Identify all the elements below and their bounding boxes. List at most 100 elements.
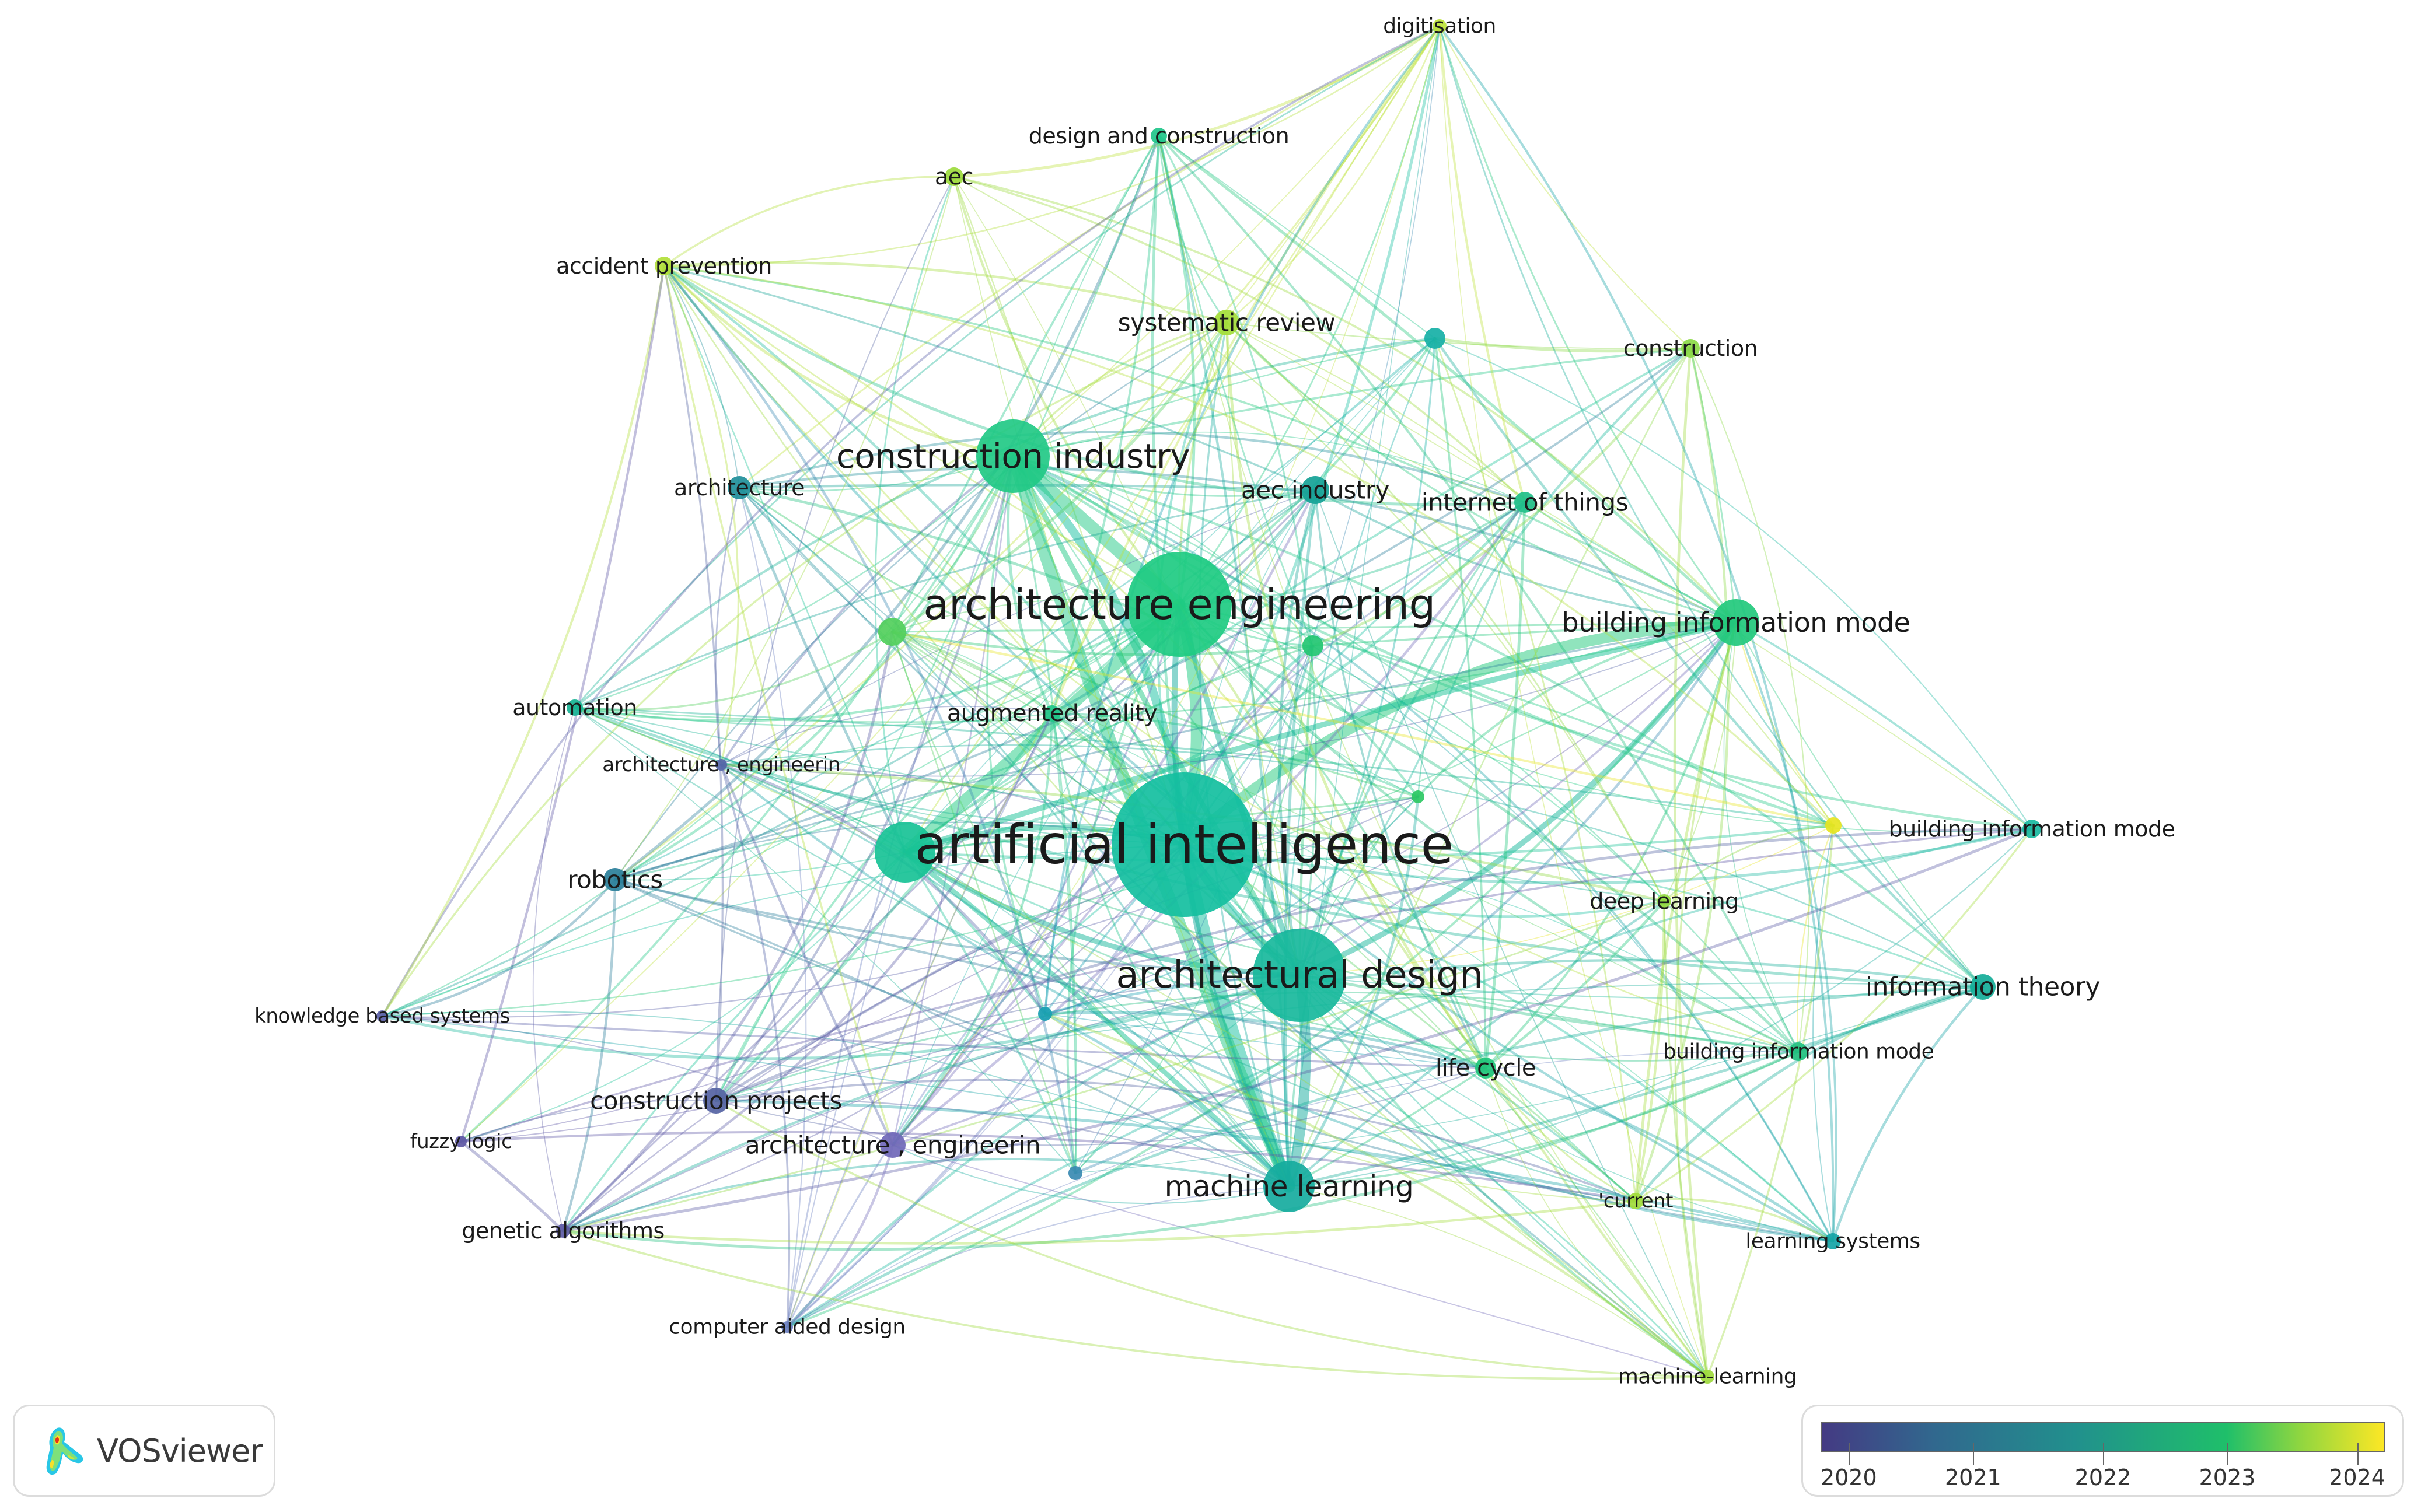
co-occurrence-link: [614, 176, 955, 880]
keyword-node-building-information-mode[interactable]: [1713, 599, 1759, 646]
keyword-label[interactable]: systematic review: [1117, 308, 1336, 337]
keyword-node-systematic-review[interactable]: [1214, 310, 1239, 335]
keyword-label[interactable]: machine-learning: [1618, 1364, 1797, 1389]
co-occurrence-link: [785, 985, 1985, 1329]
keyword-node[interactable]: [1424, 328, 1445, 349]
keyword-node-construction-industry[interactable]: [976, 419, 1050, 493]
keyword-node-aec[interactable]: [945, 167, 963, 186]
keyword-node[interactable]: [1302, 635, 1323, 656]
keyword-node-architecture-engineering[interactable]: [1127, 552, 1232, 657]
keyword-label[interactable]: life cycle: [1435, 1055, 1536, 1082]
keyword-label[interactable]: robotics: [567, 865, 663, 894]
keyword-label[interactable]: design and construction: [1028, 123, 1290, 149]
keyword-node-building-information-mode[interactable]: [1789, 1042, 1808, 1061]
keyword-node-artificial-intelligence[interactable]: [1112, 772, 1256, 917]
keyword-label[interactable]: aec: [934, 164, 974, 190]
co-occurrence-link: [715, 1067, 1487, 1146]
keyword-label[interactable]: architectural design: [1116, 954, 1483, 997]
keyword-node-knowledge-based-systems[interactable]: [376, 1010, 388, 1022]
keyword-label[interactable]: building information mode: [1561, 607, 1910, 638]
keyword-node-learning-systems[interactable]: [1825, 1233, 1841, 1250]
keyword-node-accident-prevention[interactable]: [655, 257, 673, 275]
keyword-label[interactable]: construction industry: [836, 436, 1190, 476]
co-occurrence-link: [663, 265, 1180, 606]
keyword-node-life-cycle[interactable]: [1475, 1058, 1496, 1079]
keyword-label[interactable]: learning systems: [1745, 1229, 1920, 1254]
keyword-label[interactable]: deep learning: [1589, 888, 1739, 914]
keyword-label[interactable]: architecture engineering: [923, 580, 1435, 629]
co-occurrence-link: [1012, 135, 1159, 457]
co-occurrence-link: [459, 1130, 1637, 1203]
keyword-label[interactable]: augmented reality: [946, 700, 1158, 727]
co-occurrence-link: [1158, 135, 1435, 339]
keyword-label[interactable]: construction projects: [590, 1086, 842, 1115]
co-occurrence-link: [1178, 603, 1835, 827]
co-occurrence-link: [1663, 900, 1709, 1378]
co-occurrence-link: [1225, 321, 1737, 624]
keyword-label[interactable]: architecture , engineerin: [602, 753, 840, 776]
keyword-node-genetic-algorithms[interactable]: [556, 1224, 570, 1238]
keyword-label[interactable]: digitisation: [1383, 14, 1496, 38]
keyword-label[interactable]: internet of things: [1421, 488, 1629, 517]
keyword-node-aec-industry[interactable]: [1301, 476, 1329, 504]
co-occurrence-link: [714, 487, 740, 766]
keyword-node-architecture[interactable]: [728, 476, 751, 499]
keyword-node[interactable]: [878, 618, 906, 646]
keyword-node-architecture-engineerin[interactable]: [715, 759, 727, 771]
keyword-label[interactable]: knowledge based systems: [254, 1005, 510, 1028]
keyword-node-construction-projects[interactable]: [703, 1088, 729, 1114]
keyword-node--current[interactable]: [1627, 1193, 1644, 1209]
keyword-node-machine-learning[interactable]: [1263, 1161, 1315, 1212]
keyword-node[interactable]: [1825, 817, 1842, 834]
keyword-label[interactable]: artificial intelligence: [914, 813, 1454, 876]
keyword-node[interactable]: [1038, 1007, 1052, 1021]
keyword-label[interactable]: machine learning: [1164, 1170, 1414, 1203]
keyword-node-building-information-mode[interactable]: [2022, 820, 2041, 838]
keyword-node-information-theory[interactable]: [1970, 974, 1996, 1000]
keyword-label[interactable]: aec industry: [1241, 475, 1390, 505]
co-occurrence-link: [1044, 25, 1441, 1015]
keyword-node-robotics[interactable]: [603, 868, 627, 891]
keyword-label[interactable]: building information mode: [1662, 1040, 1934, 1064]
keyword-node-architecture-engineerin[interactable]: [880, 1132, 906, 1158]
keyword-label[interactable]: architecture , engineerin: [745, 1130, 1041, 1160]
keyword-label[interactable]: fuzzy logic: [410, 1130, 512, 1153]
keyword-node-augmented-reality[interactable]: [1044, 705, 1060, 722]
keyword-node-computer-aided-design[interactable]: [781, 1321, 793, 1333]
keyword-label[interactable]: automation: [512, 695, 637, 720]
keyword-label[interactable]: 'current: [1598, 1189, 1674, 1213]
keyword-node[interactable]: [1068, 1166, 1082, 1180]
keyword-node[interactable]: [1412, 790, 1424, 803]
co-occurrence-link: [902, 849, 1292, 1189]
co-occurrence-link: [787, 645, 1313, 1328]
keyword-label[interactable]: genetic algorithms: [462, 1218, 665, 1244]
keyword-label[interactable]: accident prevention: [556, 253, 772, 279]
keyword-node-digitisation[interactable]: [1433, 19, 1447, 33]
keyword-node-construction[interactable]: [1681, 339, 1700, 358]
keyword-label[interactable]: computer aided design: [669, 1315, 906, 1339]
keyword-label[interactable]: information theory: [1865, 972, 2101, 1002]
keyword-node-internet-of-things[interactable]: [1514, 492, 1535, 513]
co-occurrence-link: [1288, 1051, 1800, 1188]
legend-year-label: 2024: [2329, 1465, 2385, 1490]
keyword-node-fuzzy-logic[interactable]: [455, 1136, 467, 1147]
co-occurrence-link: [614, 878, 1834, 1242]
keyword-node-automation[interactable]: [567, 699, 583, 716]
keyword-node[interactable]: [875, 822, 935, 883]
co-occurrence-link: [1044, 603, 1180, 1015]
co-occurrence-link: [1157, 134, 1291, 1188]
keyword-label[interactable]: construction: [1623, 335, 1758, 361]
co-occurrence-link: [738, 430, 1526, 504]
keyword-label[interactable]: architecture: [674, 475, 805, 501]
co-occurrence-link: [663, 265, 1737, 624]
keyword-node-design-and-construction[interactable]: [1151, 128, 1167, 144]
keyword-label[interactable]: building information mode: [1888, 816, 2175, 842]
keyword-node-machine-learning[interactable]: [1700, 1370, 1714, 1384]
keyword-node-deep-learning[interactable]: [1657, 894, 1671, 908]
co-occurrence-link: [1051, 712, 1419, 798]
co-occurrence-link: [1689, 347, 1737, 624]
co-occurrence-link: [663, 265, 894, 1146]
co-occurrence-link: [574, 621, 1737, 723]
keyword-node-architectural-design[interactable]: [1253, 929, 1346, 1022]
